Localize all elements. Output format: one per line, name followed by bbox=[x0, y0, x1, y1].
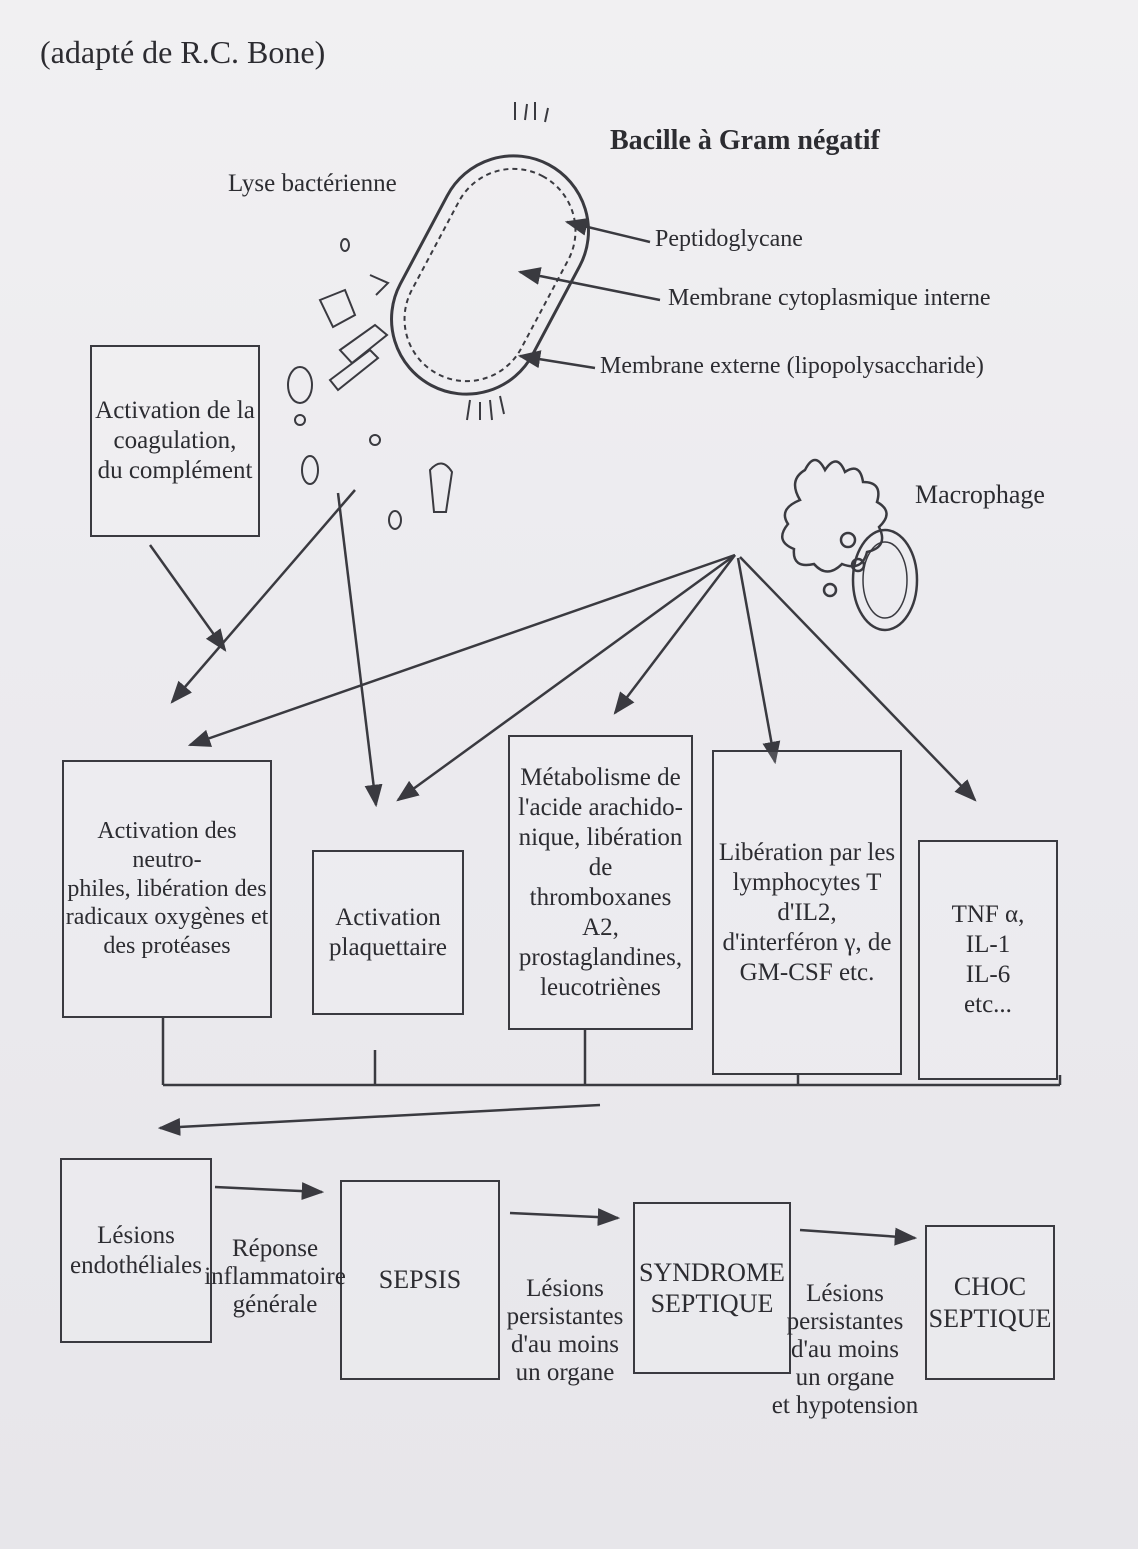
stage-arrows bbox=[214, 1182, 918, 1246]
arachidonic-box: Métabolisme de l'acide arachido- nique, … bbox=[508, 735, 693, 1030]
lysis-label: Lyse bactérienne bbox=[228, 170, 397, 197]
bacterium-drawing bbox=[390, 102, 590, 421]
layer-peptidoglycan: Peptidoglycane bbox=[655, 226, 803, 252]
stage-septic-syndrome: SYNDROME SEPTIQUE bbox=[633, 1202, 791, 1374]
macrophage-drawing bbox=[781, 458, 919, 632]
layer-arrows bbox=[517, 217, 661, 370]
stage-septic-shock: CHOC SEPTIQUE bbox=[925, 1225, 1055, 1380]
macrophage-label: Macrophage bbox=[915, 480, 1045, 509]
stage-endothelial-lesions: Lésions endothéliales bbox=[60, 1158, 212, 1343]
cytokines-box: TNF α, IL-1 IL-6 etc... bbox=[918, 840, 1058, 1080]
macrophage-arrows bbox=[187, 553, 977, 802]
neutrophils-box: Activation des neutro- philes, libératio… bbox=[62, 760, 272, 1018]
coagulation-box: Activation de la coagulation, du complém… bbox=[90, 345, 260, 537]
lymphocytes-box: Libération par les lymphocytes T d'IL2, … bbox=[712, 750, 902, 1075]
lysis-fragments bbox=[287, 238, 454, 530]
layer-outer-membrane: Membrane externe (lipopolysaccharide) bbox=[600, 353, 984, 379]
stage-sepsis: SEPSIS bbox=[340, 1180, 500, 1380]
transition-organ-lesions: Lésions persistantes d'au moins un organ… bbox=[506, 1275, 624, 1386]
source-caption: (adapté de R.C. Bone) bbox=[40, 34, 326, 70]
collector-bracket bbox=[157, 1018, 1062, 1136]
bacterium-title: Bacille à Gram négatif bbox=[610, 125, 880, 156]
layer-inner-membrane: Membrane cytoplasmique interne bbox=[668, 285, 991, 311]
transition-inflammatory-response: Réponse inflammatoire générale bbox=[204, 1235, 346, 1318]
transition-organ-lesions-hypotension: Lésions persistantes d'au moins un organ… bbox=[771, 1280, 919, 1419]
platelets-box: Activation plaquettaire bbox=[312, 850, 464, 1015]
lysis-arrows bbox=[148, 489, 383, 808]
